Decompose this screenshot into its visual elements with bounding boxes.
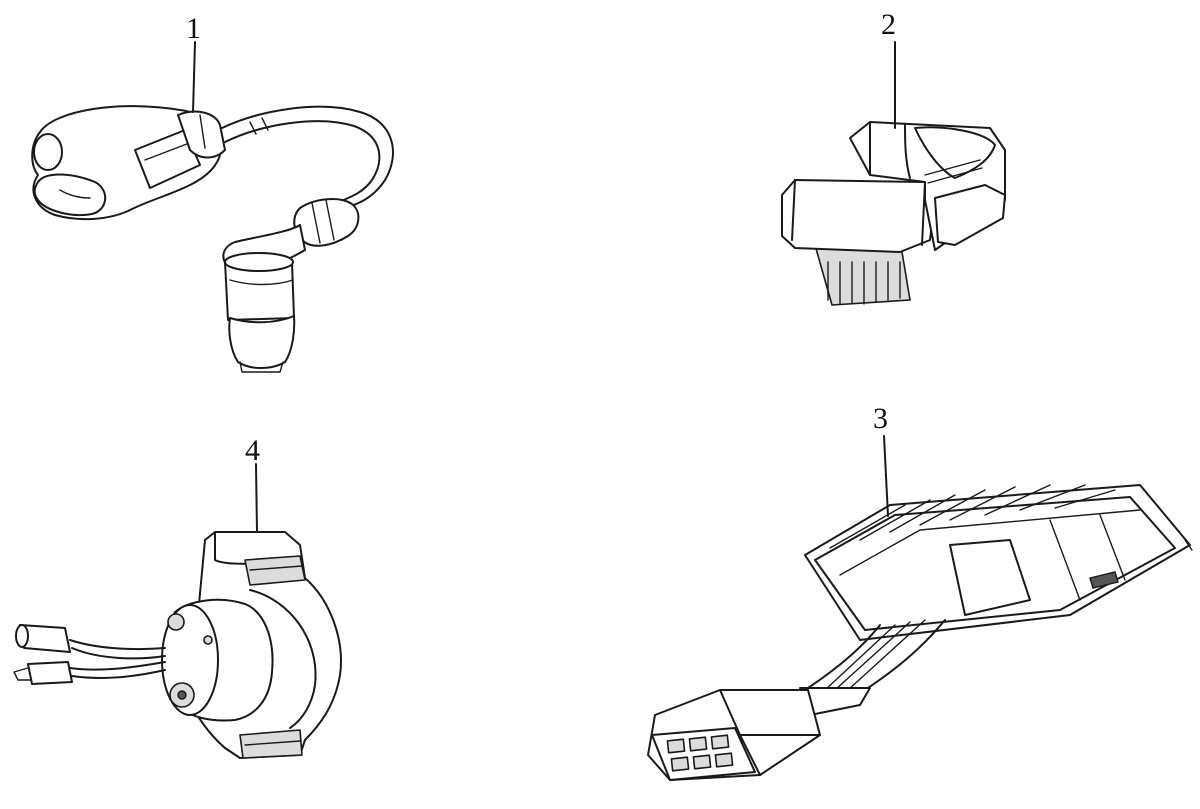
callout-1-leader [192, 41, 196, 113]
callout-4-leader [255, 463, 258, 533]
part-3-regulator-rectifier [647, 484, 1193, 781]
callout-1-label: 1 [186, 12, 201, 45]
part-4-starter-relay [13, 531, 342, 759]
part-2-cdi-unit [781, 121, 1006, 306]
callout-3-label: 3 [873, 402, 888, 435]
callout-2-label: 2 [881, 8, 896, 41]
part-1-ignition-coil [31, 105, 394, 373]
callout-3-leader [883, 435, 889, 517]
callout-4-label: 4 [245, 434, 260, 467]
